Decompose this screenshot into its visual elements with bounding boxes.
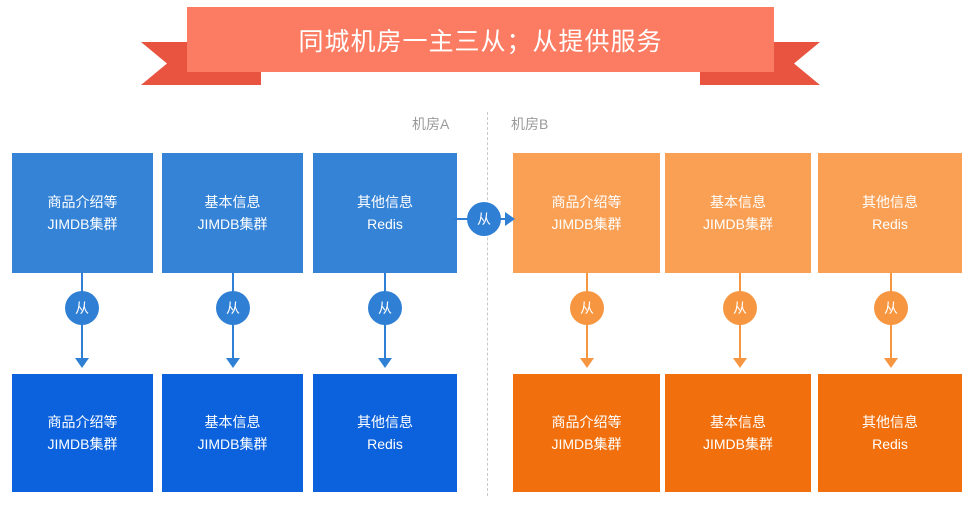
connector-b-2: 从 bbox=[723, 273, 757, 374]
zone-divider bbox=[487, 112, 488, 496]
arrowhead-down-icon bbox=[733, 358, 747, 368]
arrowhead-down-icon bbox=[884, 358, 898, 368]
connector-badge: 从 bbox=[723, 291, 757, 325]
connector-badge: 从 bbox=[467, 202, 501, 236]
node-label-line1: 商品介绍等 bbox=[47, 414, 118, 430]
connector-badge: 从 bbox=[65, 291, 99, 325]
connector-badge: 从 bbox=[874, 291, 908, 325]
node-a-bottom-2[interactable]: 基本信息 JIMDB集群 bbox=[162, 374, 303, 492]
node-label-line1: 其他信息 bbox=[357, 194, 413, 210]
node-b-top-1[interactable]: 商品介绍等 JIMDB集群 bbox=[513, 153, 660, 273]
diagram-title: 同城机房一主三从；从提供服务 bbox=[298, 27, 663, 56]
node-label-line2: JIMDB集群 bbox=[703, 436, 773, 452]
connector-cross-zone: 从 bbox=[453, 202, 515, 236]
node-label-line1: 其他信息 bbox=[862, 414, 918, 430]
zone-label-a: 机房A bbox=[412, 116, 450, 132]
zone-label-b: 机房B bbox=[511, 116, 549, 132]
connector-a-1: 从 bbox=[65, 273, 99, 374]
node-label-line2: JIMDB集群 bbox=[197, 216, 268, 232]
node-label-line1: 商品介绍等 bbox=[47, 194, 118, 210]
arrowhead-down-icon bbox=[226, 358, 240, 368]
node-b-bottom-2[interactable]: 基本信息 JIMDB集群 bbox=[665, 374, 811, 492]
connector-b-1: 从 bbox=[570, 273, 604, 374]
arrowhead-right-icon bbox=[505, 212, 515, 226]
node-a-bottom-3[interactable]: 其他信息 Redis bbox=[313, 374, 457, 492]
node-label-line1: 商品介绍等 bbox=[551, 194, 622, 210]
node-b-bottom-1[interactable]: 商品介绍等 JIMDB集群 bbox=[513, 374, 660, 492]
node-a-top-3[interactable]: 其他信息 Redis bbox=[313, 153, 457, 273]
node-b-top-2[interactable]: 基本信息 JIMDB集群 bbox=[665, 153, 811, 273]
node-label-line1: 基本信息 bbox=[204, 414, 261, 430]
node-label-line2: Redis bbox=[872, 216, 908, 232]
node-a-top-2[interactable]: 基本信息 JIMDB集群 bbox=[162, 153, 303, 273]
connector-b-3: 从 bbox=[874, 273, 908, 374]
node-label-line2: JIMDB集群 bbox=[551, 436, 622, 452]
node-a-bottom-1[interactable]: 商品介绍等 JIMDB集群 bbox=[12, 374, 153, 492]
node-label-line2: Redis bbox=[367, 436, 403, 452]
node-label-line2: JIMDB集群 bbox=[47, 216, 118, 232]
arrowhead-down-icon bbox=[378, 358, 392, 368]
connector-badge: 从 bbox=[216, 291, 250, 325]
node-label-line1: 商品介绍等 bbox=[551, 414, 622, 430]
node-label-line2: JIMDB集群 bbox=[197, 436, 268, 452]
node-b-top-3[interactable]: 其他信息 Redis bbox=[818, 153, 962, 273]
node-label-line2: JIMDB集群 bbox=[551, 216, 622, 232]
connector-badge: 从 bbox=[570, 291, 604, 325]
node-label-line1: 基本信息 bbox=[710, 414, 766, 430]
node-label-line2: Redis bbox=[872, 436, 908, 452]
node-b-bottom-3[interactable]: 其他信息 Redis bbox=[818, 374, 962, 492]
connector-a-3: 从 bbox=[368, 273, 402, 374]
title-ribbon: 同城机房一主三从；从提供服务 bbox=[141, 7, 820, 85]
node-a-top-1[interactable]: 商品介绍等 JIMDB集群 bbox=[12, 153, 153, 273]
arrowhead-down-icon bbox=[75, 358, 89, 368]
node-label-line2: JIMDB集群 bbox=[47, 436, 118, 452]
ribbon-body: 同城机房一主三从；从提供服务 bbox=[187, 7, 774, 72]
connector-badge: 从 bbox=[368, 291, 402, 325]
arrowhead-down-icon bbox=[580, 358, 594, 368]
node-label-line1: 其他信息 bbox=[357, 414, 413, 430]
node-label-line1: 基本信息 bbox=[204, 194, 261, 210]
node-label-line1: 基本信息 bbox=[710, 194, 766, 210]
node-label-line2: Redis bbox=[367, 216, 403, 232]
connector-a-2: 从 bbox=[216, 273, 250, 374]
node-label-line2: JIMDB集群 bbox=[703, 216, 773, 232]
node-label-line1: 其他信息 bbox=[862, 194, 918, 210]
